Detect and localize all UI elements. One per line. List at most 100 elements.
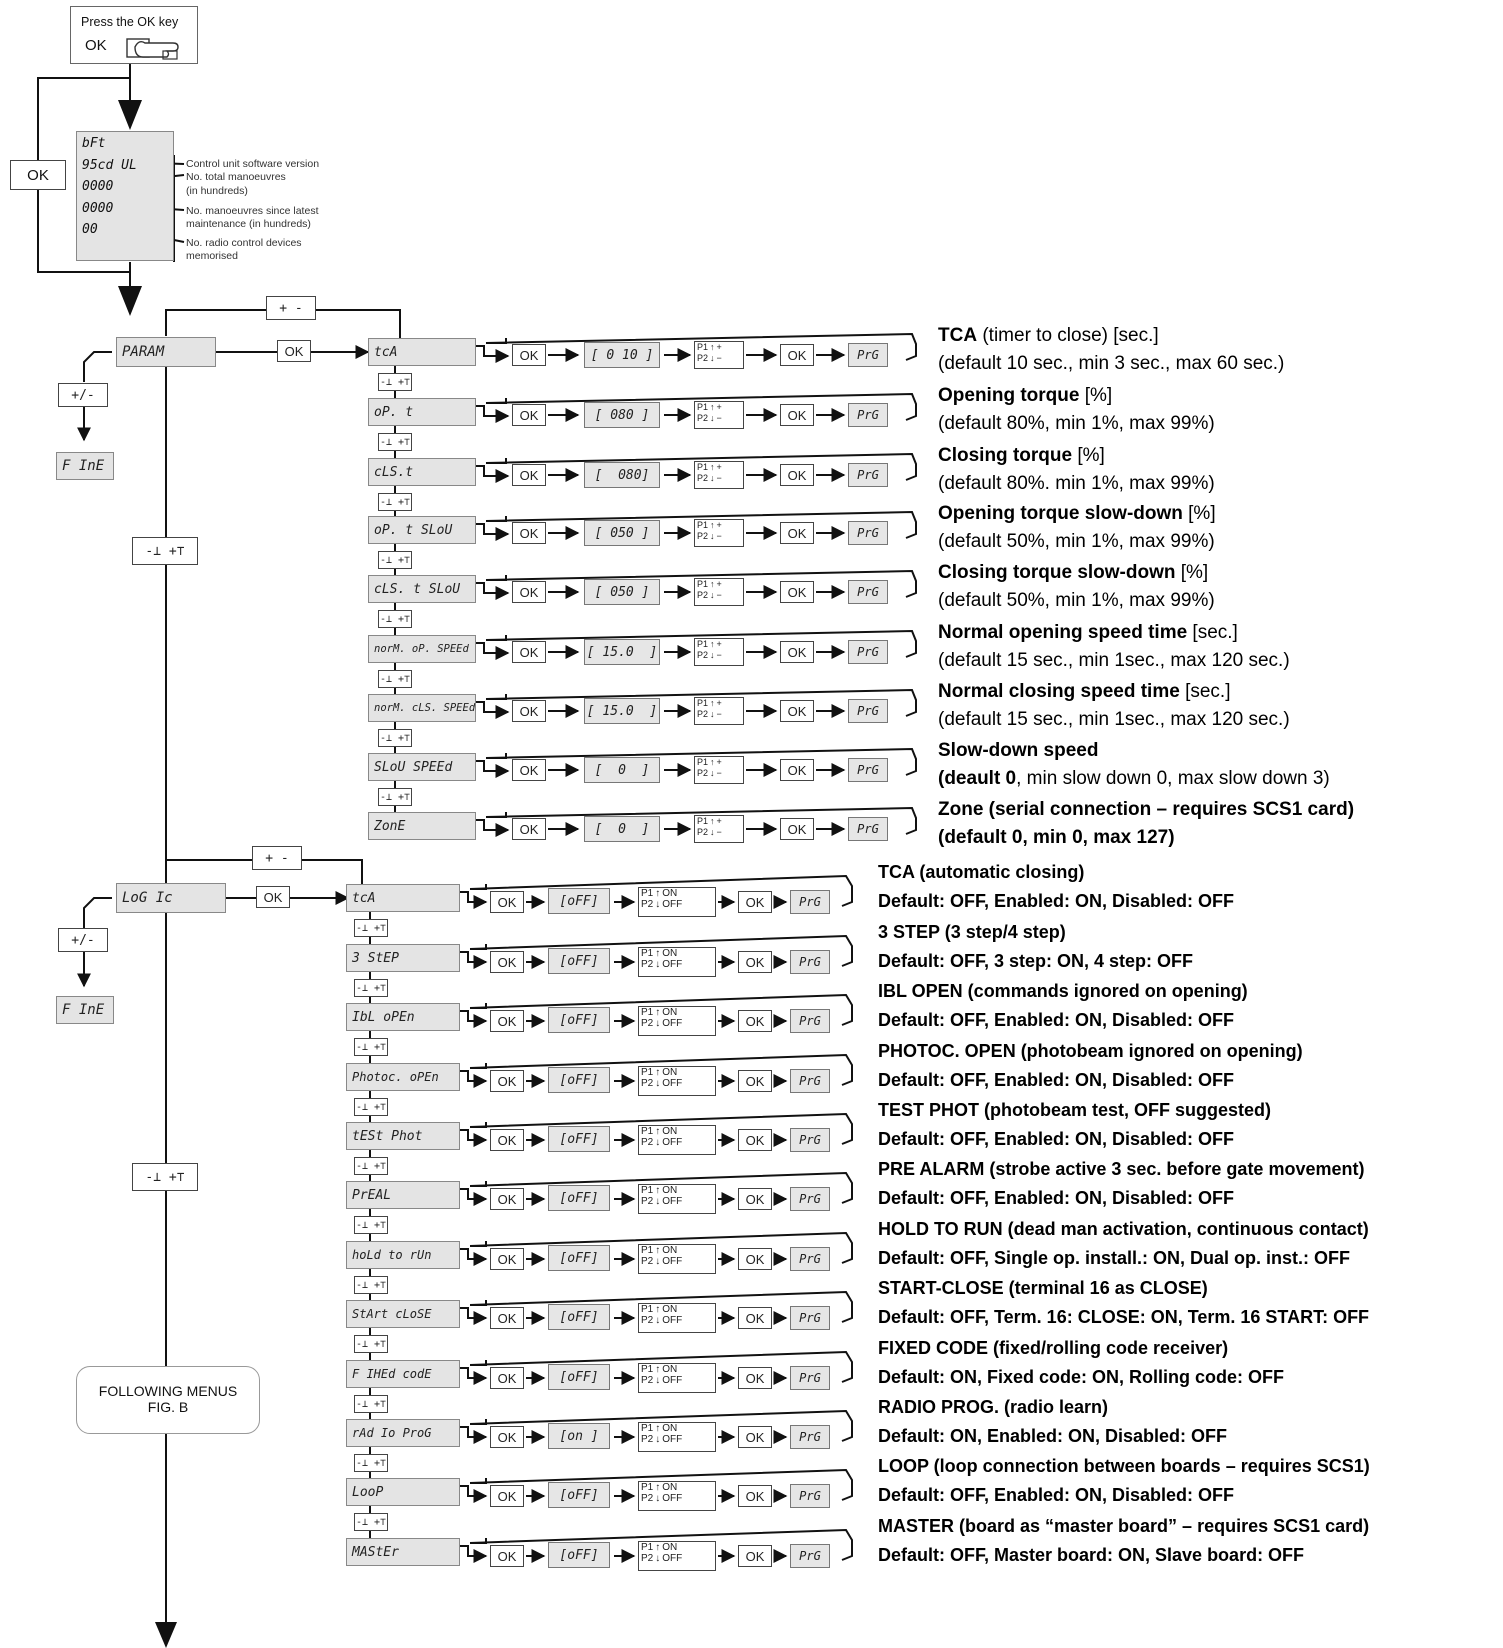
logic-down-up-key-small[interactable]: -⊥ +⊤	[354, 1157, 388, 1175]
logic-item-display[interactable]: F IHEd codE	[346, 1360, 460, 1388]
param-confirm-ok-key[interactable]: OK	[780, 641, 814, 663]
logic-prg[interactable]: PrG	[790, 1425, 830, 1449]
adjust-box[interactable]: P1↑+P2↓−	[694, 519, 744, 547]
param-ok-key[interactable]: OK	[277, 340, 311, 362]
logic-confirm-ok-key[interactable]: OK	[738, 1070, 772, 1092]
logic-ok-key[interactable]: OK	[490, 1129, 524, 1151]
param-value[interactable]: [ 080]	[584, 462, 660, 488]
param-value[interactable]: [ 080 ]	[584, 402, 660, 428]
param-ok-key[interactable]: OK	[512, 700, 546, 722]
logic-ok-key[interactable]: OK	[490, 1545, 524, 1567]
logic-prg[interactable]: PrG	[790, 1069, 830, 1093]
logic-down-up-key-small[interactable]: -⊥ +⊤	[354, 1335, 388, 1353]
logic-value[interactable]: [oFF]	[548, 1185, 610, 1211]
param-prg[interactable]: PrG	[848, 758, 888, 782]
logic-confirm-ok-key[interactable]: OK	[738, 1307, 772, 1329]
param-confirm-ok-key[interactable]: OK	[780, 344, 814, 366]
param-item-display[interactable]: cLS.t	[368, 458, 476, 486]
logic-value[interactable]: [oFF]	[548, 1007, 610, 1033]
logic-prg[interactable]: PrG	[790, 1366, 830, 1390]
logic-item-display[interactable]: PrEAL	[346, 1181, 460, 1209]
adjust-box[interactable]: P1↑+P2↓−	[694, 578, 744, 606]
logic-value[interactable]: [oFF]	[548, 1126, 610, 1152]
logic-down-up-key[interactable]: -⊥ +⊤	[132, 1163, 198, 1191]
logic-confirm-ok-key[interactable]: OK	[738, 1129, 772, 1151]
logic-item-display[interactable]: IbL oPEn	[346, 1003, 460, 1031]
logic-value[interactable]: [on ]	[548, 1423, 610, 1449]
logic-item-display[interactable]: tcA	[346, 884, 460, 912]
logic-ok-key[interactable]: OK	[490, 1426, 524, 1448]
param-down-up-key-small[interactable]: -⊥ +⊤	[378, 729, 412, 747]
logic-confirm-ok-key[interactable]: OK	[738, 1545, 772, 1567]
param-down-up-key-small[interactable]: -⊥ +⊤	[378, 551, 412, 569]
logic-value[interactable]: [oFF]	[548, 1245, 610, 1271]
logic-down-up-key-small[interactable]: -⊥ +⊤	[354, 1276, 388, 1294]
logic-down-up-key-small[interactable]: -⊥ +⊤	[354, 1098, 388, 1116]
logic-prg[interactable]: PrG	[790, 1009, 830, 1033]
param-down-up-key-small[interactable]: -⊥ +⊤	[378, 433, 412, 451]
logic-ok-key[interactable]: OK	[490, 1307, 524, 1329]
param-item-display[interactable]: ZonE	[368, 812, 476, 840]
logic-ok-key[interactable]: OK	[490, 1070, 524, 1092]
param-item-display[interactable]: cLS. t SLoU	[368, 575, 476, 603]
param-ok-key[interactable]: OK	[512, 581, 546, 603]
param-value[interactable]: [ 0 10 ]	[584, 342, 660, 368]
param-ok-key[interactable]: OK	[512, 522, 546, 544]
logic-ok-key[interactable]: OK	[490, 891, 524, 913]
param-ok-key[interactable]: OK	[512, 759, 546, 781]
logic-value[interactable]: [oFF]	[548, 1364, 610, 1390]
logic-value[interactable]: [oFF]	[548, 888, 610, 914]
adjust-box[interactable]: P1↑+P2↓−	[694, 401, 744, 429]
param-value[interactable]: [ 0 ]	[584, 757, 660, 783]
param-value[interactable]: [ 15.0 ]	[584, 639, 660, 665]
adjust-box[interactable]: P1↑+P2↓−	[694, 461, 744, 489]
param-item-display[interactable]: norM. cLS. SPEEd	[368, 694, 476, 722]
logic-ok-key[interactable]: OK	[490, 1367, 524, 1389]
param-item-display[interactable]: oP. t	[368, 398, 476, 426]
logic-item-display[interactable]: Photoc. oPEn	[346, 1063, 460, 1091]
param-value[interactable]: [ 15.0 ]	[584, 698, 660, 724]
logic-confirm-ok-key[interactable]: OK	[738, 951, 772, 973]
param-prg[interactable]: PrG	[848, 521, 888, 545]
param-prg[interactable]: PrG	[848, 463, 888, 487]
logic-ok-key[interactable]: OK	[490, 1248, 524, 1270]
logic-item-display[interactable]: StArt cLoSE	[346, 1300, 460, 1328]
param-fine-display[interactable]: F InE	[56, 452, 114, 480]
param-confirm-ok-key[interactable]: OK	[780, 581, 814, 603]
logic-down-up-key-small[interactable]: -⊥ +⊤	[354, 1216, 388, 1234]
param-ok-key[interactable]: OK	[512, 344, 546, 366]
logic-confirm-ok-key[interactable]: OK	[738, 1426, 772, 1448]
param-prg[interactable]: PrG	[848, 403, 888, 427]
param-down-up-key-small[interactable]: -⊥ +⊤	[378, 610, 412, 628]
param-item-display[interactable]: tcA	[368, 338, 476, 366]
param-confirm-ok-key[interactable]: OK	[780, 759, 814, 781]
param-prg[interactable]: PrG	[848, 640, 888, 664]
param-confirm-ok-key[interactable]: OK	[780, 522, 814, 544]
logic-item-display[interactable]: LooP	[346, 1478, 460, 1506]
param-down-up-key-small[interactable]: -⊥ +⊤	[378, 373, 412, 391]
param-confirm-ok-key[interactable]: OK	[780, 700, 814, 722]
param-item-display[interactable]: SLoU SPEEd	[368, 753, 476, 781]
param-down-up-key-small[interactable]: -⊥ +⊤	[378, 493, 412, 511]
logic-prg[interactable]: PrG	[790, 1484, 830, 1508]
param-item-display[interactable]: oP. t SLoU	[368, 516, 476, 544]
logic-prg[interactable]: PrG	[790, 890, 830, 914]
logic-value[interactable]: [oFF]	[548, 1542, 610, 1568]
param-prg[interactable]: PrG	[848, 580, 888, 604]
logic-item-display[interactable]: MAStEr	[346, 1538, 460, 1566]
logic-ok-key[interactable]: OK	[490, 1188, 524, 1210]
param-confirm-ok-key[interactable]: OK	[780, 464, 814, 486]
adjust-box[interactable]: P1↑+P2↓−	[694, 341, 744, 369]
logic-item-display[interactable]: tESt Phot	[346, 1122, 460, 1150]
param-value[interactable]: [ 0 ]	[584, 816, 660, 842]
